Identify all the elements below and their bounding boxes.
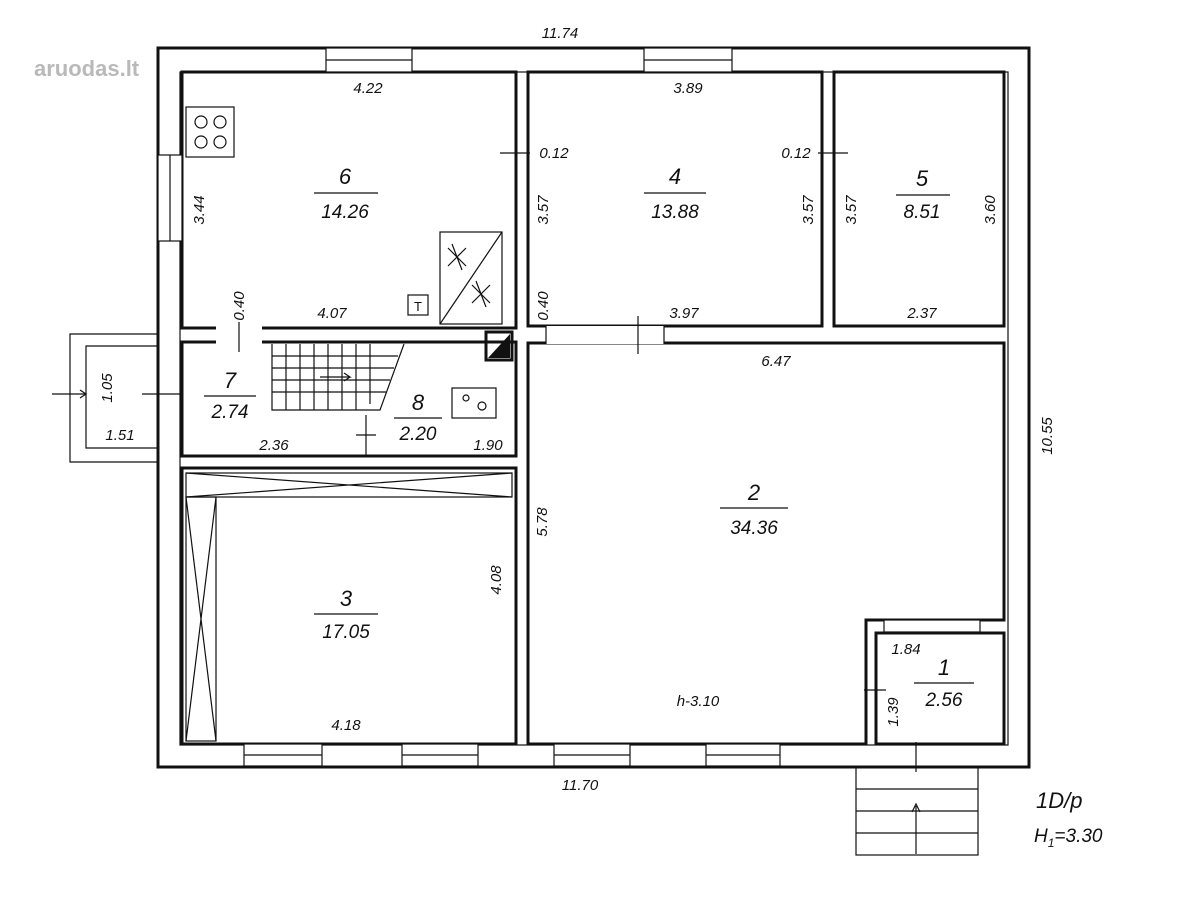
doors [142,152,917,772]
outer-walls [156,46,1031,769]
chimney [484,330,514,362]
room-5 [832,70,1006,328]
dimensions: 11.74 11.70 10.55 4.22 3.44 4.07 0.12 0.… [99,25,1056,794]
room-4-number: 4 [669,164,681,189]
dim-r5-left: 3.57 [843,195,860,225]
room-2-area: 34.36 [730,518,778,539]
dim-top-total: 11.74 [542,25,578,42]
room-3-number: 3 [340,586,353,611]
dim-r8-bottom: 1.90 [473,437,503,454]
porch [52,333,979,856]
room-height: h-3.10 [677,693,720,710]
room-8-area: 2.20 [399,424,437,445]
room-8-number: 8 [412,390,425,415]
room-labels: 6 14.26 4 13.88 5 8.51 7 2.74 8 2.20 2 3… [204,164,974,711]
room-3 [180,466,518,746]
stairs [271,343,405,411]
dim-r1-left: 1.39 [885,697,902,727]
sink-icon [439,231,503,325]
room-1-area: 2.56 [925,690,963,711]
boiler-symbol: T [414,299,422,314]
dim-r4-left: 3.57 [535,195,552,225]
dim-r4-bottom: 3.97 [669,305,699,322]
room-4 [526,70,824,328]
windows [157,47,981,767]
dim-r2-top: 6.47 [761,353,791,370]
rooms-7-8 [180,330,518,458]
plan-code: 1D/p [1036,788,1082,813]
dim-r7-bottom: 2.36 [258,437,289,454]
dim-r6-opening: 0.40 [231,291,248,321]
room-2-number: 2 [747,480,760,505]
dim-r6-bottom: 4.07 [317,305,347,322]
room-6 [180,70,518,330]
boiler2-icon [451,387,497,419]
dim-r4-opening: 0.40 [535,291,552,321]
dim-r3-bottom: 4.18 [331,717,361,734]
room-6-number: 6 [339,164,352,189]
room-7-number: 7 [224,368,237,393]
room-5-area: 8.51 [904,202,941,223]
room-4-area: 13.88 [651,202,699,223]
dim-wall-b: 0.12 [781,145,811,162]
stove-icon [185,106,235,158]
dim-porch-width: 1.51 [105,427,134,444]
dim-r5-right: 3.60 [982,195,999,225]
dim-r6-left: 3.44 [191,195,208,224]
dim-r3-right: 4.08 [488,565,505,595]
dim-r5-bottom: 2.37 [906,305,937,322]
room-1 [874,631,1006,746]
dim-wall-a: 0.12 [539,145,569,162]
room-6-area: 14.26 [321,202,369,223]
room-1-number: 1 [938,655,950,680]
dim-r2-left: 5.78 [534,507,551,537]
floor-height: H1=3.30 [1034,826,1103,850]
room-5-number: 5 [916,166,929,191]
dim-r6-top: 4.22 [353,80,383,97]
room-2 [526,341,1006,746]
room-3-area: 17.05 [322,622,370,643]
room-7-area: 2.74 [211,402,249,423]
dim-r4-top: 3.89 [673,80,703,97]
dim-r4-right: 3.57 [800,195,817,225]
dim-right-total: 10.55 [1039,417,1056,455]
dim-r1-top: 1.84 [891,641,920,658]
dim-bottom-total: 11.70 [562,777,599,794]
watermark: aruodas.lt [34,56,140,81]
dim-porch-depth: 1.05 [99,373,116,403]
boiler-icon [407,294,429,316]
